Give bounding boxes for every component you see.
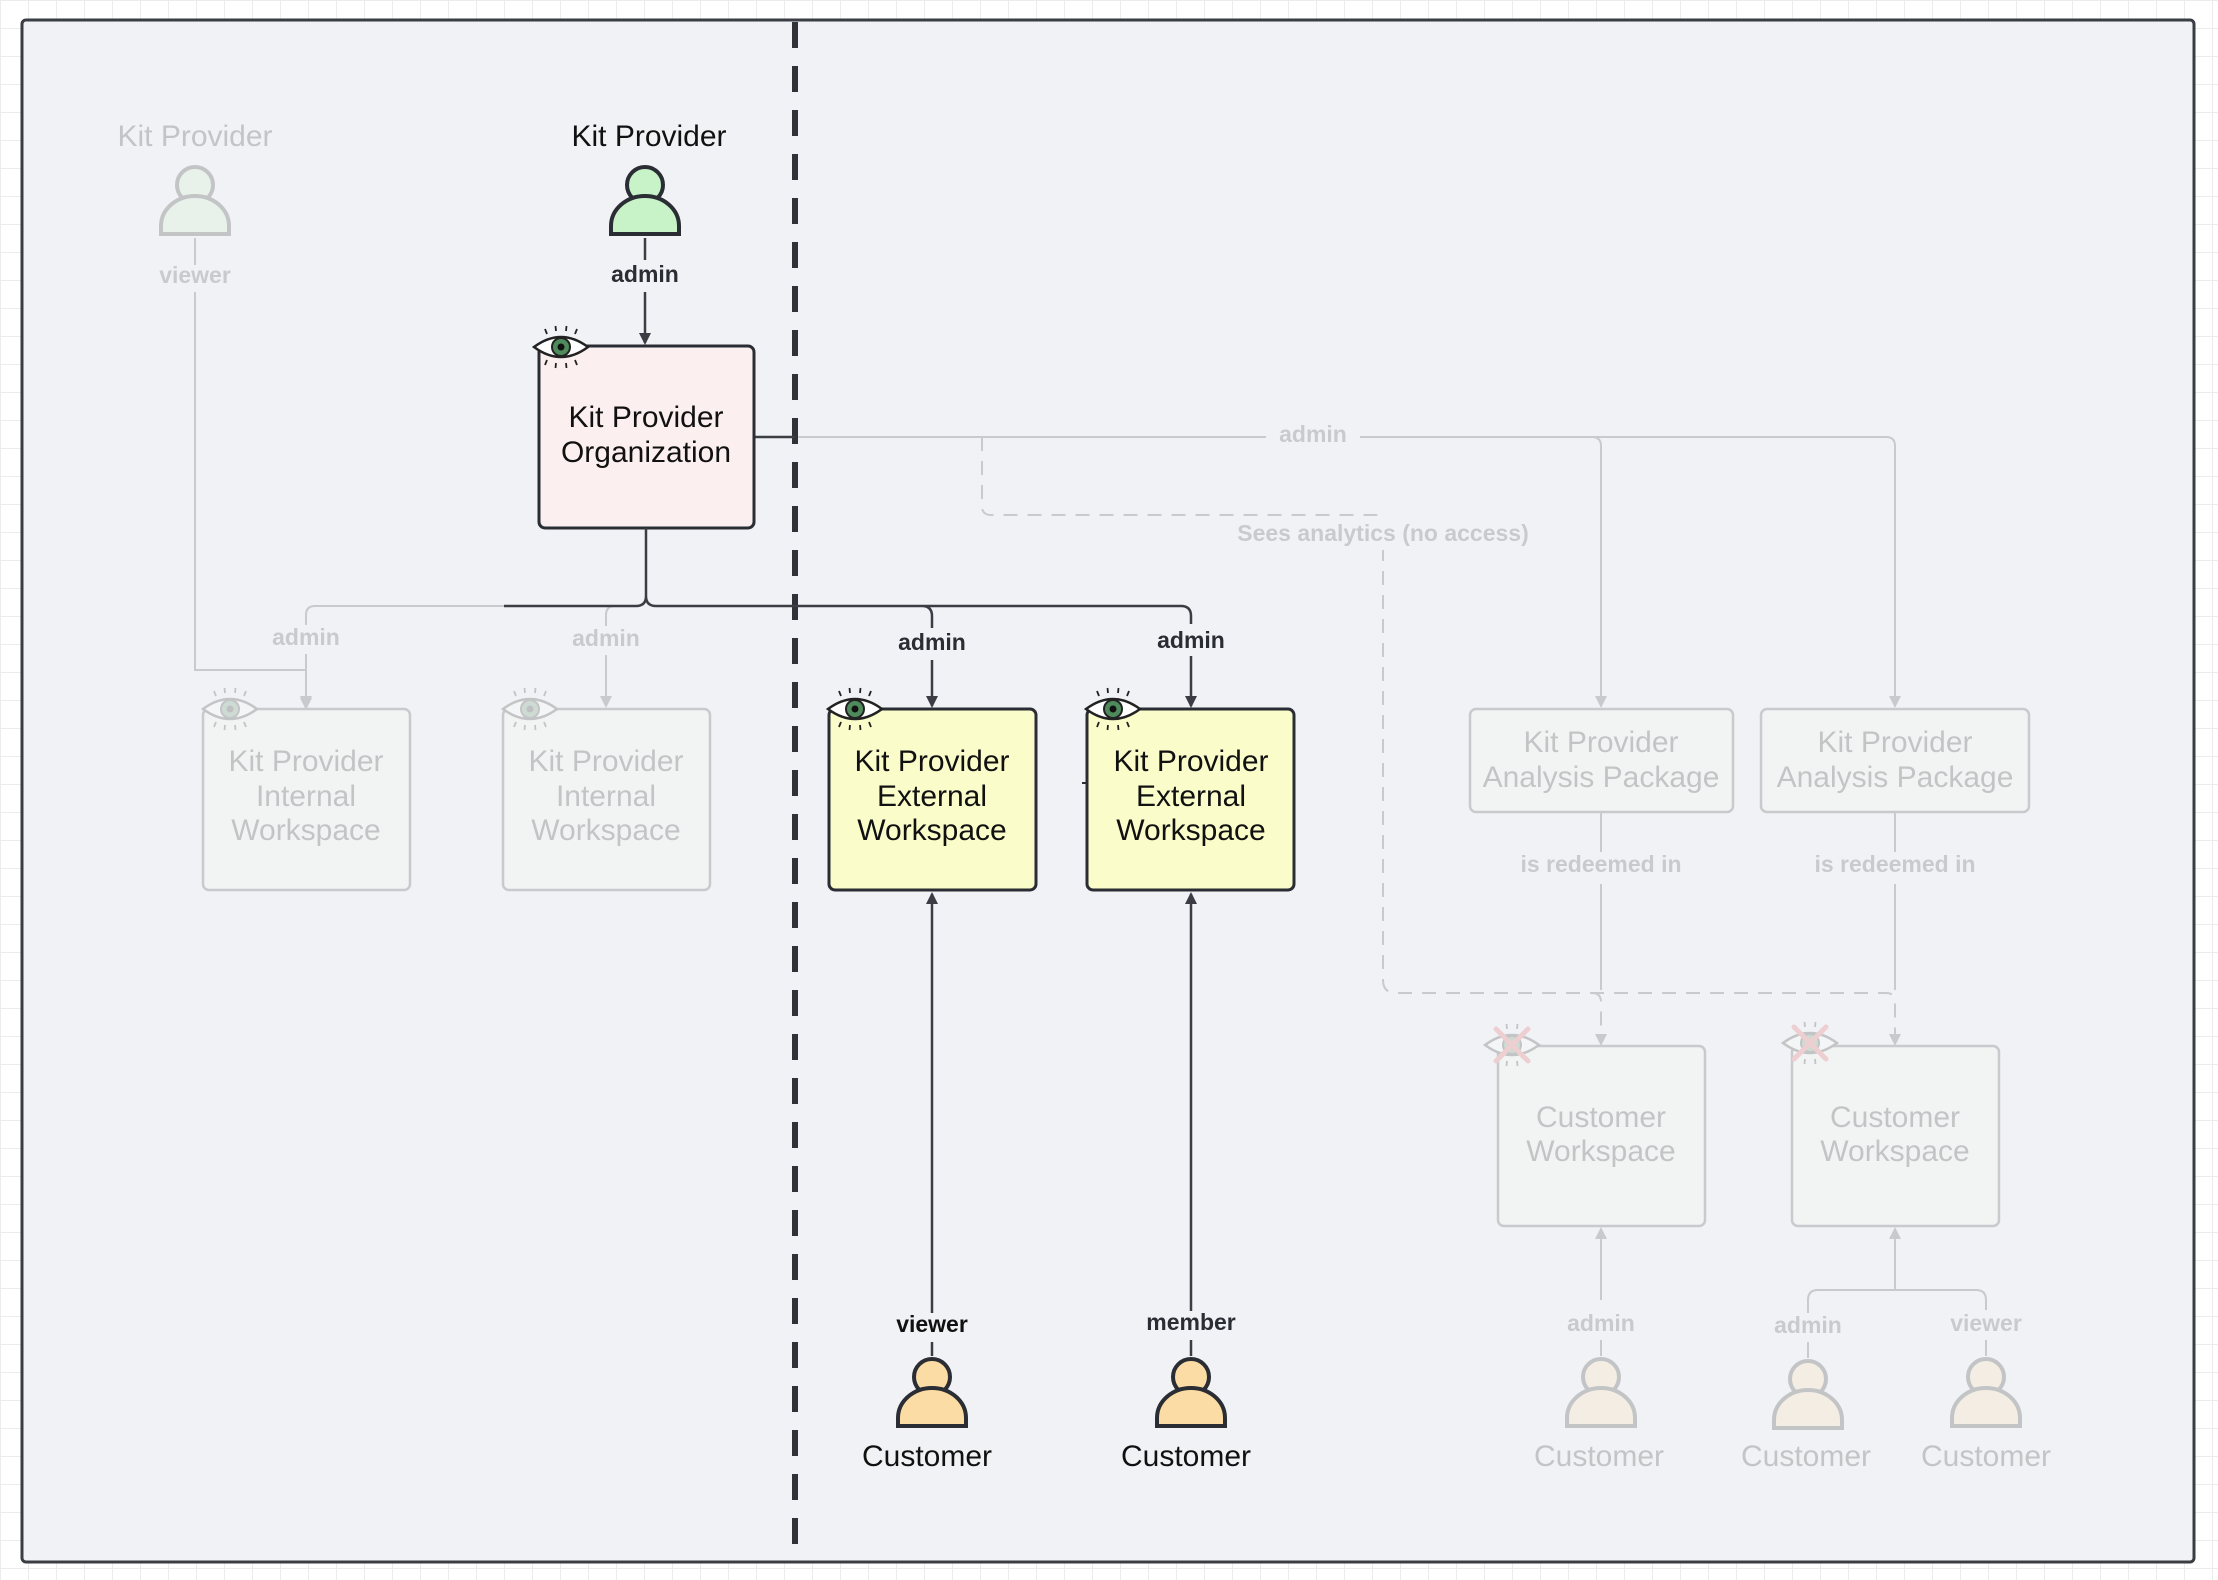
external-workspace-1[interactable]: Kit Provider External Workspace bbox=[826, 686, 1038, 892]
person-icon bbox=[1155, 1357, 1227, 1428]
edge-org-tree bbox=[504, 528, 1193, 628]
person-icon bbox=[1565, 1357, 1637, 1428]
analysis-package-1[interactable]: Kit Provider Analysis Package bbox=[1468, 707, 1735, 814]
analysis-package-2[interactable]: Kit Provider Analysis Package bbox=[1759, 707, 2031, 814]
external-workspace-1-line2: External bbox=[877, 780, 987, 813]
internal-workspace-2[interactable]: Kit Provider Internal Workspace bbox=[501, 686, 712, 892]
customer-workspace-1-line2: Workspace bbox=[1526, 1135, 1676, 1168]
edge-label-customer-faded-3: viewer bbox=[1950, 1310, 2022, 1336]
edge-label-redeemed-1: is redeemed in bbox=[1520, 851, 1681, 877]
edge-label-external-2: admin bbox=[1157, 627, 1225, 653]
customer-faded-2[interactable]: Customer bbox=[1741, 1359, 1871, 1473]
edge-label-kp-admin: admin bbox=[611, 261, 679, 287]
kit-provider-faded-actor[interactable]: Kit Provider bbox=[117, 120, 273, 236]
analysis-package-1-line1: Kit Provider bbox=[1523, 726, 1678, 759]
person-icon bbox=[609, 165, 681, 236]
customer-faded-2-label: Customer bbox=[1741, 1440, 1871, 1473]
edge-sees-analytics bbox=[981, 437, 1901, 1046]
customer-viewer-label: Customer bbox=[862, 1440, 992, 1473]
customer-member-actor[interactable]: Customer bbox=[1121, 1357, 1251, 1473]
customer-workspace-1-line1: Customer bbox=[1536, 1101, 1666, 1134]
external-workspace-2[interactable]: Kit Provider External Workspace bbox=[1082, 686, 1296, 892]
internal-workspace-1-line3: Workspace bbox=[231, 814, 381, 847]
edge-label-internal-1: admin bbox=[272, 624, 340, 650]
customer-faded-3-label: Customer bbox=[1921, 1440, 2051, 1473]
internal-workspace-1-line2: Internal bbox=[256, 780, 356, 813]
external-workspace-2-line3: Workspace bbox=[1116, 814, 1266, 847]
kit-provider-actor[interactable]: Kit Provider bbox=[571, 120, 727, 236]
customer-workspace-1[interactable]: Customer Workspace bbox=[1485, 1024, 1707, 1228]
organization-line2: Organization bbox=[561, 436, 731, 469]
edge-label-external-1: admin bbox=[898, 629, 966, 655]
edge-label-packages: admin bbox=[1279, 421, 1347, 447]
customer-faded-1-label: Customer bbox=[1534, 1440, 1664, 1473]
internal-workspace-1-line1: Kit Provider bbox=[228, 745, 383, 778]
analysis-package-2-line1: Kit Provider bbox=[1817, 726, 1972, 759]
edge-label-redeemed-2: is redeemed in bbox=[1814, 851, 1975, 877]
edge-org-internal-1 bbox=[305, 605, 504, 625]
customer-member-label: Customer bbox=[1121, 1440, 1251, 1473]
kit-provider-organization[interactable]: Kit Provider Organization bbox=[532, 324, 756, 530]
faded-group: Kit Provider viewer admin admin Kit Prov… bbox=[117, 120, 2051, 1473]
person-icon bbox=[159, 165, 231, 236]
edge-org-packages bbox=[795, 436, 1901, 708]
external-workspace-2-line2: External bbox=[1136, 780, 1246, 813]
external-workspace-1-line1: Kit Provider bbox=[854, 745, 1009, 778]
analysis-package-1-line2: Analysis Package bbox=[1483, 761, 1720, 794]
person-icon bbox=[1772, 1359, 1844, 1430]
internal-workspace-2-line3: Workspace bbox=[531, 814, 681, 847]
person-icon bbox=[1950, 1357, 2022, 1428]
external-workspace-1-line3: Workspace bbox=[857, 814, 1007, 847]
customer-workspace-2-line1: Customer bbox=[1830, 1101, 1960, 1134]
edge-kp-viewer-path bbox=[194, 292, 312, 710]
internal-workspace-2-line1: Kit Provider bbox=[528, 745, 683, 778]
internal-workspace-1[interactable]: Kit Provider Internal Workspace bbox=[201, 686, 412, 892]
customer-viewer-actor[interactable]: Customer bbox=[862, 1357, 992, 1473]
customer-faded-3[interactable]: Customer bbox=[1921, 1357, 2051, 1473]
edge-label-customer-faded-2: admin bbox=[1774, 1312, 1842, 1338]
edge-label-customer-faded-1: admin bbox=[1567, 1310, 1635, 1336]
customer-workspace-2-line2: Workspace bbox=[1820, 1135, 1970, 1168]
edge-label-viewer-faded: viewer bbox=[159, 262, 231, 288]
edge-label-customer-member: member bbox=[1146, 1309, 1236, 1335]
edge-label-analytics: Sees analytics (no access) bbox=[1237, 520, 1529, 546]
organization-line1: Kit Provider bbox=[568, 401, 723, 434]
edge-label-internal-2: admin bbox=[572, 625, 640, 651]
external-workspace-2-line1: Kit Provider bbox=[1113, 745, 1268, 778]
customer-workspace-2[interactable]: Customer Workspace bbox=[1783, 1022, 2001, 1228]
internal-workspace-2-line2: Internal bbox=[556, 780, 656, 813]
analysis-package-2-line2: Analysis Package bbox=[1777, 761, 2014, 794]
kit-provider-label: Kit Provider bbox=[571, 120, 726, 153]
customer-faded-1[interactable]: Customer bbox=[1534, 1357, 1664, 1473]
person-icon bbox=[896, 1357, 968, 1428]
kit-provider-faded-label: Kit Provider bbox=[117, 120, 272, 153]
edge-label-customer-viewer: viewer bbox=[896, 1311, 968, 1337]
